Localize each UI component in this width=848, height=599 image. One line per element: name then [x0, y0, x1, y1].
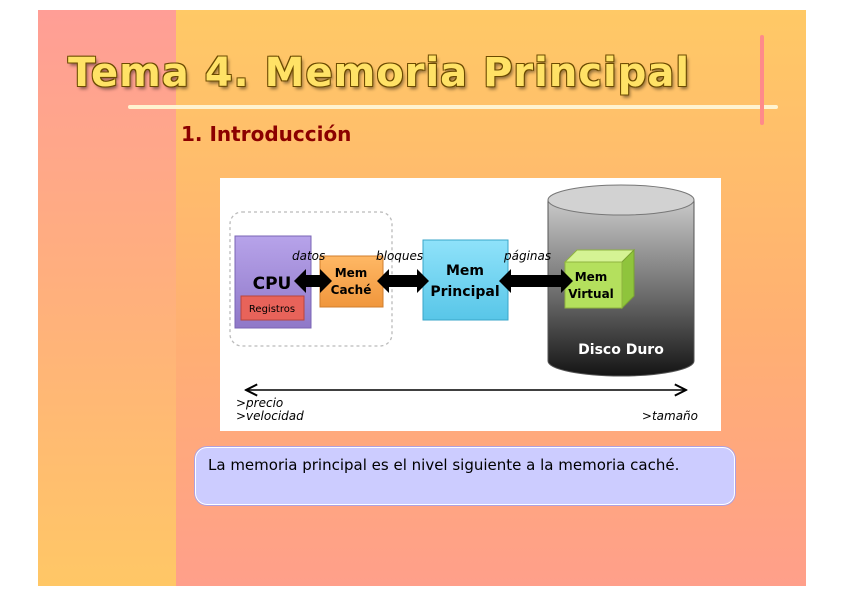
- cpu-cache-arrow: [294, 269, 332, 293]
- diagram-svg: Disco Duro Mem Virtual CPU Registros Mem…: [229, 184, 698, 423]
- virtual-label-2: Virtual: [568, 287, 614, 301]
- transfer-bloques-label: bloques: [376, 249, 423, 263]
- main-virtual-arrow: [499, 269, 573, 293]
- disk-label: Disco Duro: [578, 342, 664, 358]
- virtual-memory-cube: [563, 248, 636, 310]
- note-box: La memoria principal es el nivel siguien…: [195, 447, 735, 505]
- main-memory-box: [422, 239, 509, 321]
- registers-box: [240, 295, 305, 321]
- cpu-label: CPU: [253, 274, 292, 294]
- cache-label-2: Caché: [331, 283, 372, 297]
- virtual-label-1: Mem: [575, 270, 608, 284]
- left-decor-panel: [38, 10, 176, 586]
- scale-precio-label: >precio: [236, 396, 283, 410]
- scale-tamano-label: >tamaño: [642, 409, 698, 423]
- main-label-2: Principal: [430, 284, 499, 300]
- memory-hierarchy-diagram: Disco Duro Mem Virtual CPU Registros Mem…: [220, 178, 721, 431]
- title-accent-bar: [760, 35, 764, 125]
- slide-title: Tema 4. Memoria Principal: [68, 50, 691, 96]
- registers-label: Registros: [249, 304, 295, 315]
- transfer-paginas-label: páginas: [503, 249, 551, 263]
- cache-label-1: Mem: [335, 266, 368, 280]
- note-text: La memoria principal es el nivel siguien…: [208, 456, 680, 474]
- slide: Tema 4. Memoria Principal 1. Introducció…: [38, 10, 806, 586]
- cache-main-arrow: [377, 269, 429, 293]
- scale-velocidad-label: >velocidad: [236, 409, 304, 423]
- main-label-1: Mem: [446, 263, 484, 279]
- transfer-datos-label: datos: [292, 249, 325, 263]
- title-underline: [128, 105, 778, 109]
- section-heading: 1. Introducción: [181, 122, 352, 146]
